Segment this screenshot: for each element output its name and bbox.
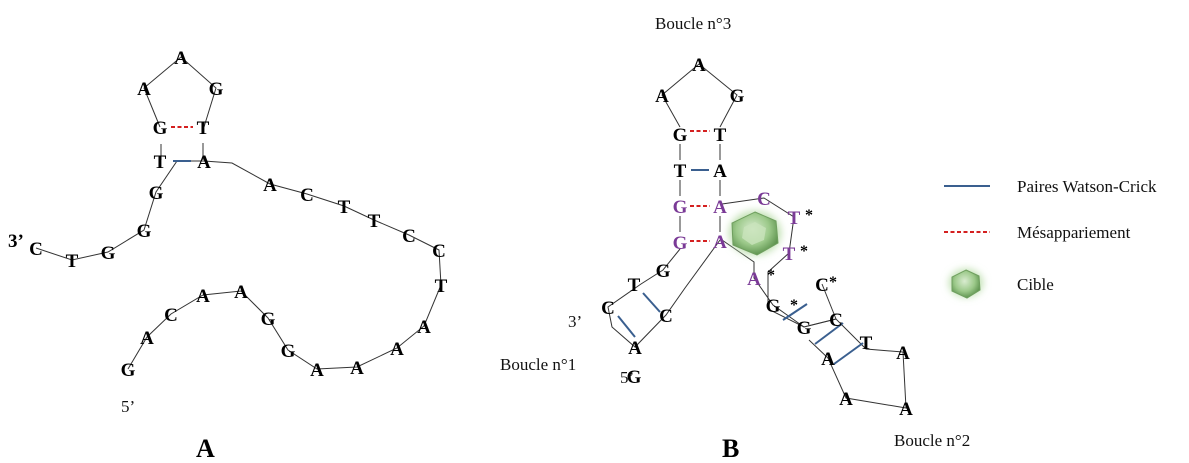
loop-1-label: Boucle n°1 [500, 355, 576, 374]
panel-b-nucleotide: G [627, 367, 642, 388]
panel-a-nucleotide: T [338, 197, 351, 218]
panel-a-nucleotide: G [209, 79, 224, 100]
panel-b-nucleotide: C [757, 189, 771, 210]
panel-b-nucleotide: C [829, 310, 843, 331]
panel-a-nucleotide: C [164, 305, 178, 326]
panel-b-nucleotide: G [730, 86, 745, 107]
panel-a-nucleotide: T [368, 211, 381, 232]
panel-a-nucleotide: A [140, 328, 154, 349]
panel-a-nucleotide: A [417, 317, 431, 338]
panel-a-backbone [35, 160, 442, 370]
panel-b-nucleotide: G [673, 197, 688, 218]
panel-a-nucleotide: T [154, 152, 167, 173]
legend-mismatch-label: Mésappariement [1017, 223, 1131, 242]
panel-b-nucleotide: G [656, 261, 671, 282]
panel-b-nucleotide: T [788, 208, 801, 229]
panel-a-5prime-label: 5’ [121, 397, 135, 416]
panel-a-nucleotide: A [263, 175, 277, 196]
panel-b-nucleotide: T [783, 244, 796, 265]
target-molecule [729, 211, 781, 256]
panel-b-nucleotide: A [839, 389, 853, 410]
starred-marker: * [800, 243, 808, 260]
panel-b-nucleotide: A [713, 232, 727, 253]
panel-a-nucleotide: G [137, 221, 152, 242]
starred-marker: * [790, 297, 798, 314]
panel-b-3prime-label: 3’ [568, 312, 582, 331]
panel-a-nucleotide: G [153, 118, 168, 139]
panel-b-nucleotide: T [674, 161, 687, 182]
panel-a-nucleotide: G [121, 360, 136, 381]
panel-b-nucleotide: A [899, 399, 913, 420]
panel-b-nucleotide: G [673, 125, 688, 146]
panel-b-nucleotide: G [673, 233, 688, 254]
panel-b-nucleotide: T [714, 125, 727, 146]
panel-a-nucleotide: C [402, 226, 416, 247]
legend-watson-crick-label: Paires Watson-Crick [1017, 177, 1157, 196]
panel-a-nucleotide: C [432, 241, 446, 262]
panel-b-nucleotide: A [628, 338, 642, 359]
panel-a-nucleotide: A [350, 358, 364, 379]
panel-a-nucleotide: A [390, 339, 404, 360]
panel-a-nucleotide: G [281, 341, 296, 362]
panel-a-nucleotide: T [197, 118, 210, 139]
panel-b-nucleotide: G [766, 296, 781, 317]
legend-target-label: Cible [1017, 275, 1054, 294]
panel-a-nucleotide: A [174, 48, 188, 69]
panel-a-nucleotide: T [66, 251, 79, 272]
legend-target-icon [949, 269, 983, 299]
panel-a-nucleotide: A [196, 286, 210, 307]
panel-b-nucleotide: A [692, 55, 706, 76]
legend: Paires Watson-Crick Mésappariement Cible [944, 177, 1157, 299]
panel-b-title: B [722, 434, 739, 463]
panel-a-nucleotide: G [149, 183, 164, 204]
loop-3-label: Boucle n°3 [655, 14, 731, 33]
panel-b-nucleotide: T [860, 333, 873, 354]
panel-b-5prime-label: 5’ [620, 368, 634, 387]
panel-a-nucleotide: A [310, 360, 324, 381]
panel-a-nucleotide: C [300, 185, 314, 206]
panel-b-nucleotide: A [713, 197, 727, 218]
loop-2-label: Boucle n°2 [894, 431, 970, 450]
starred-marker: * [805, 207, 813, 224]
panel-a-loop [143, 56, 217, 128]
panel-b-nucleotide: A [713, 161, 727, 182]
panel-a-nucleotide: T [435, 276, 448, 297]
panel-b-nucleotide: G [797, 318, 812, 339]
panel-b-nucleotide: C [815, 275, 829, 296]
panel-a-nucleotide: A [234, 282, 248, 303]
panel-a-nucleotide: G [101, 243, 116, 264]
panel-a-nucleotide: C [29, 239, 43, 260]
panel-a-title: A [196, 434, 215, 463]
panel-b-nucleotide: A [747, 269, 761, 290]
panel-a-3prime-label: 3’ [8, 231, 24, 252]
panel-a-nucleotide: G [261, 309, 276, 330]
panel-b-nucleotide: A [655, 86, 669, 107]
starred-marker: * [829, 274, 837, 291]
starred-marker: * [767, 267, 775, 284]
panel-b-nucleotide: C [601, 298, 615, 319]
panel-b-nucleotide: A [896, 343, 910, 364]
panel-b-nucleotide: A [821, 349, 835, 370]
panel-a-nucleotide: A [197, 152, 211, 173]
panel-a-nucleotide: A [137, 79, 151, 100]
panel-b-nucleotide: C [659, 306, 673, 327]
panel-b-nucleotide: T [628, 275, 641, 296]
